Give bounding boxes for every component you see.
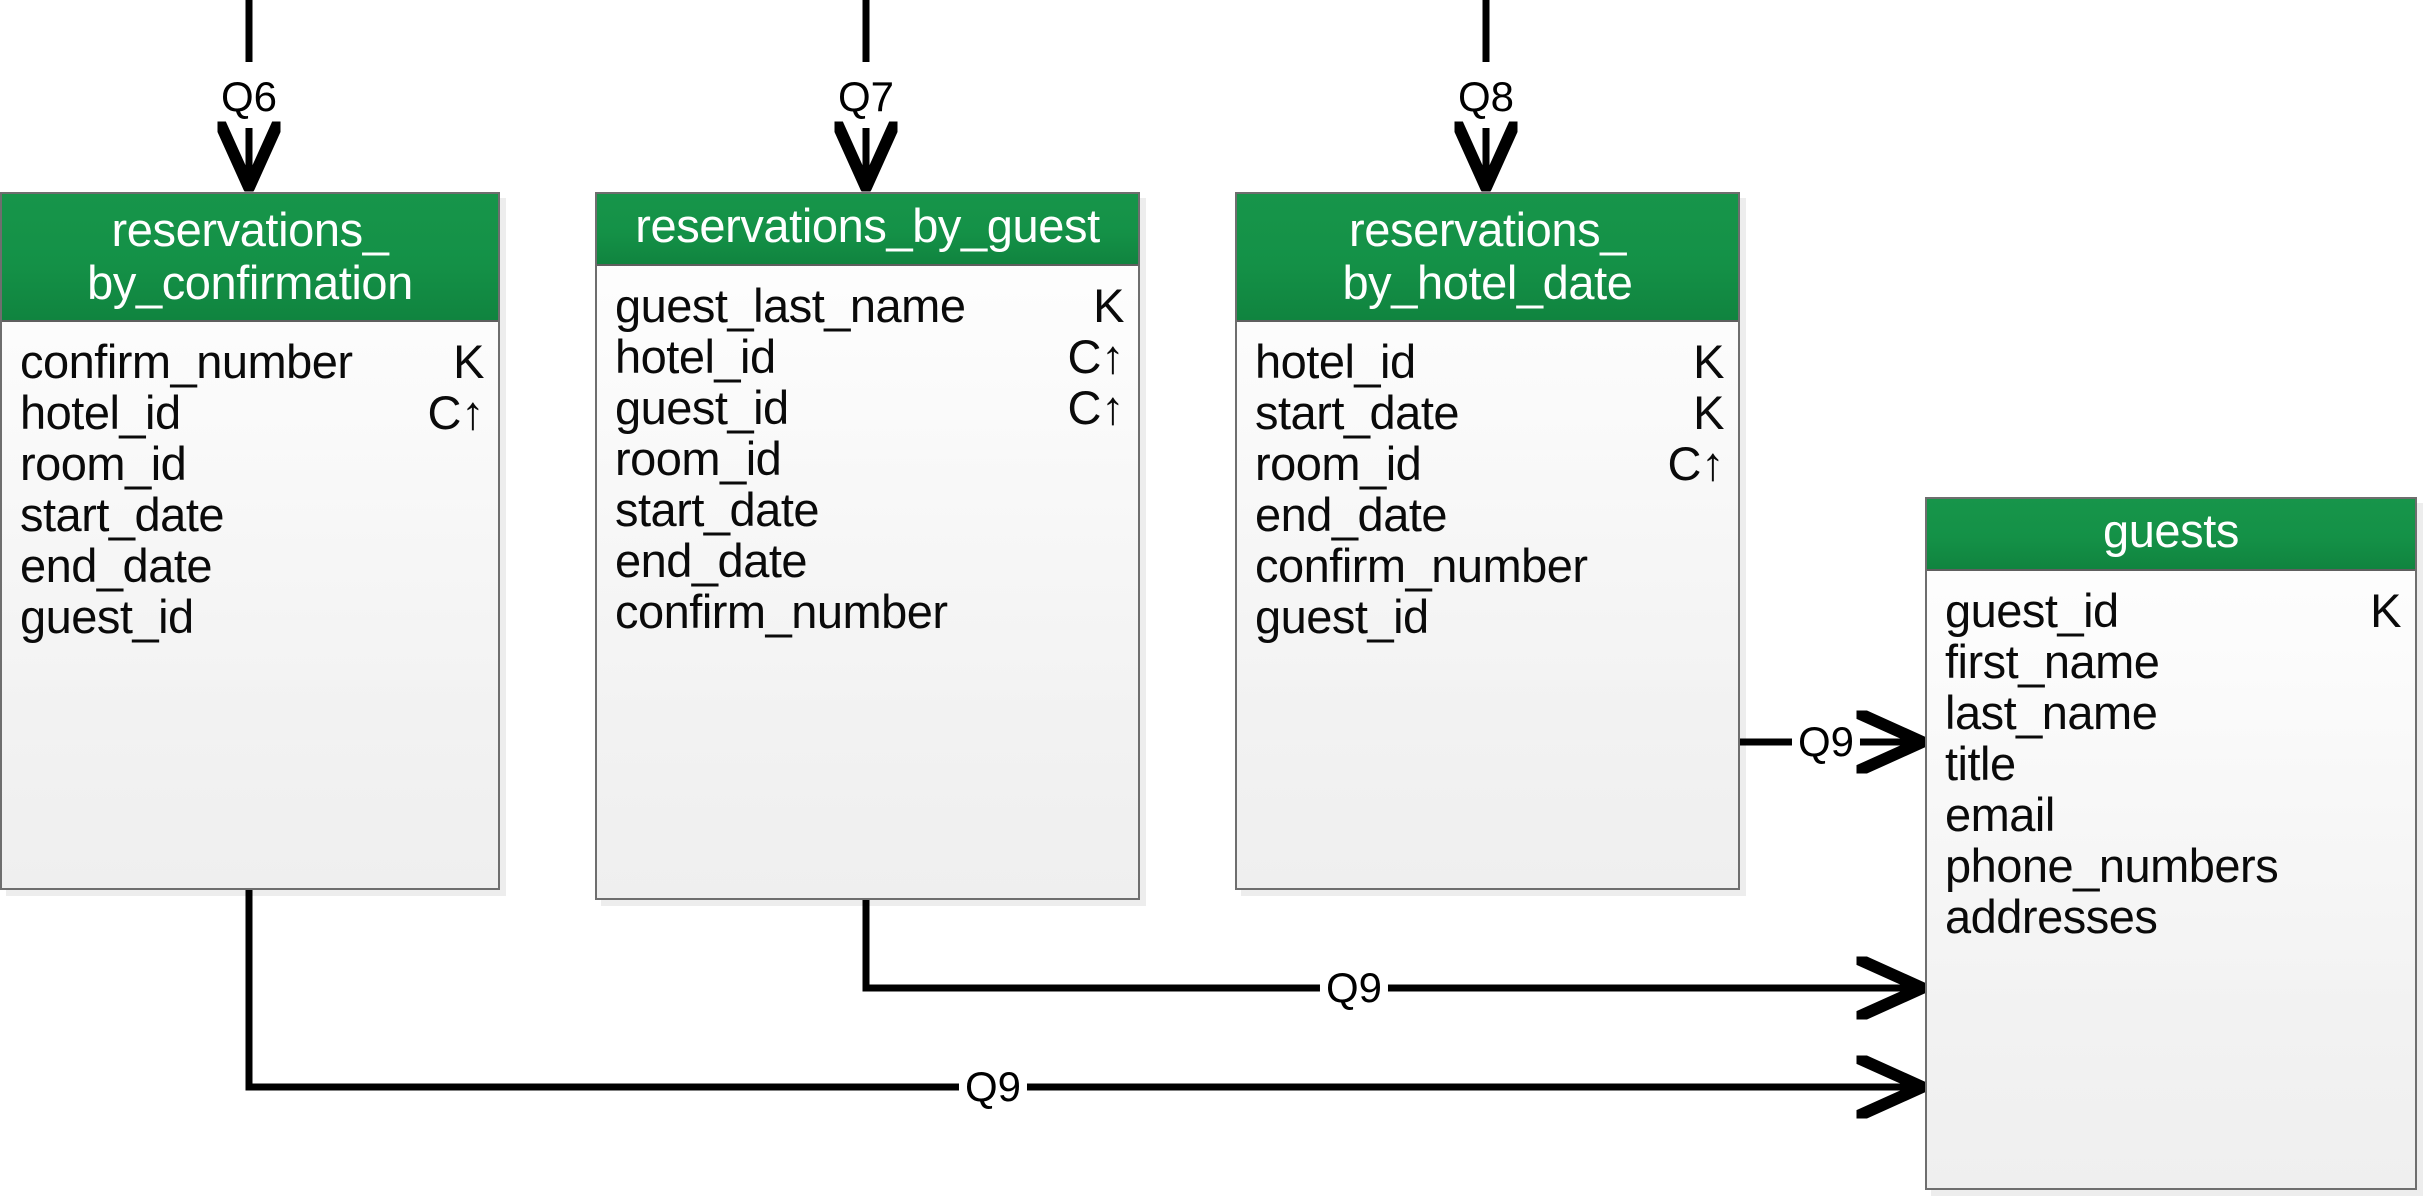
edge-label-q9-hotel-date: Q9	[1791, 721, 1861, 763]
table-row: guest_id	[2, 591, 498, 642]
table-row: room_id C↑	[1237, 438, 1738, 489]
column-name: room_id	[1255, 436, 1422, 490]
column-name: hotel_id	[20, 385, 181, 439]
table-header-reservations-by-hotel-date: reservations_ by_hotel_date	[1237, 194, 1738, 322]
table-reservations-by-guest[interactable]: reservations_by_guest guest_last_name K …	[595, 192, 1140, 900]
column-name: phone_numbers	[1945, 838, 2279, 892]
table-row: guest_id K	[1927, 585, 2415, 636]
column-name: guest_id	[1255, 589, 1429, 643]
column-name: confirm_number	[20, 335, 353, 388]
table-title-line-1: reservations_by_guest	[635, 199, 1100, 252]
column-key-marker: K	[453, 335, 484, 388]
table-header-reservations-by-guest: reservations_by_guest	[597, 194, 1138, 266]
table-row: start_date	[2, 489, 498, 540]
table-title-line-2: by_confirmation	[87, 255, 413, 309]
table-row: room_id	[2, 438, 498, 489]
column-name: confirm_number	[615, 584, 948, 638]
column-name: room_id	[615, 431, 782, 485]
table-row: hotel_id K	[1237, 336, 1738, 387]
table-reservations-by-confirmation[interactable]: reservations_ by_confirmation confirm_nu…	[0, 192, 500, 890]
column-key-marker: K	[2370, 584, 2401, 637]
table-columns-guests: guest_id K first_name last_name title em…	[1927, 571, 2415, 952]
table-row: phone_numbers	[1927, 840, 2415, 891]
table-title-line-1: reservations_	[1349, 203, 1626, 256]
column-key-marker: C↑	[1667, 436, 1725, 490]
table-row: start_date K	[1237, 387, 1738, 438]
column-name: guest_id	[1945, 584, 2119, 637]
column-key-marker: K	[1693, 335, 1724, 388]
table-row: start_date	[597, 484, 1138, 535]
edge-label-q7: Q7	[831, 76, 901, 118]
column-name: end_date	[1255, 487, 1448, 541]
column-key-marker: C↑	[1067, 329, 1125, 383]
table-row: room_id	[597, 433, 1138, 484]
edge-label-q6: Q6	[214, 76, 284, 118]
column-name: addresses	[1945, 889, 2158, 943]
table-row: hotel_id C↑	[2, 387, 498, 438]
column-name: start_date	[615, 482, 820, 536]
table-title-line-1: guests	[2102, 504, 2240, 557]
column-name: room_id	[20, 436, 187, 490]
column-name: confirm_number	[1255, 538, 1588, 592]
table-header-reservations-by-confirmation: reservations_ by_confirmation	[2, 194, 498, 322]
column-name: first_name	[1945, 634, 2160, 688]
column-name: hotel_id	[615, 329, 776, 383]
table-title-line-1: reservations_	[111, 203, 389, 256]
table-title-line-2: by_hotel_date	[1342, 255, 1633, 309]
column-key-marker: K	[1693, 385, 1724, 439]
table-columns-reservations-by-confirmation: confirm_number K hotel_id C↑ room_id sta…	[2, 322, 498, 652]
table-row: guest_id	[1237, 591, 1738, 642]
table-columns-reservations-by-hotel-date: hotel_id K start_date K room_id C↑ end_d…	[1237, 322, 1738, 652]
table-row: guest_last_name K	[597, 280, 1138, 331]
column-name: guest_id	[20, 589, 194, 643]
column-name: hotel_id	[1255, 335, 1416, 388]
table-guests[interactable]: guests guest_id K first_name last_name t…	[1925, 497, 2417, 1190]
column-key-marker: K	[1093, 279, 1124, 332]
column-name: end_date	[615, 533, 808, 587]
edge-label-q9-by-guest: Q9	[1319, 967, 1389, 1009]
table-row: confirm_number	[1237, 540, 1738, 591]
edge-label-q9-by-confirmation: Q9	[958, 1066, 1028, 1108]
column-name: last_name	[1945, 685, 2158, 739]
table-row: last_name	[1927, 687, 2415, 738]
edge-q9-by-guest	[862, 893, 1921, 988]
table-row: email	[1927, 789, 2415, 840]
table-row: confirm_number	[597, 586, 1138, 637]
column-name: guest_id	[615, 380, 789, 434]
edge-q9-by-confirmation	[245, 886, 1921, 1087]
table-row: end_date	[2, 540, 498, 591]
column-name: start_date	[20, 487, 225, 541]
column-name: start_date	[1255, 385, 1460, 439]
table-row: confirm_number K	[2, 336, 498, 387]
table-row: hotel_id C↑	[597, 331, 1138, 382]
table-header-guests: guests	[1927, 499, 2415, 571]
table-row: addresses	[1927, 891, 2415, 942]
table-row: end_date	[597, 535, 1138, 586]
edge-label-q8: Q8	[1451, 76, 1521, 118]
table-reservations-by-hotel-date[interactable]: reservations_ by_hotel_date hotel_id K s…	[1235, 192, 1740, 890]
table-columns-reservations-by-guest: guest_last_name K hotel_id C↑ guest_id C…	[597, 266, 1138, 647]
column-name: guest_last_name	[615, 279, 966, 332]
column-name: title	[1945, 736, 2016, 790]
column-name: end_date	[20, 538, 213, 592]
table-row: guest_id C↑	[597, 382, 1138, 433]
table-row: end_date	[1237, 489, 1738, 540]
table-row: first_name	[1927, 636, 2415, 687]
column-key-marker: C↑	[1067, 380, 1125, 434]
table-row: title	[1927, 738, 2415, 789]
column-key-marker: C↑	[427, 385, 485, 439]
column-name: email	[1945, 787, 2055, 841]
